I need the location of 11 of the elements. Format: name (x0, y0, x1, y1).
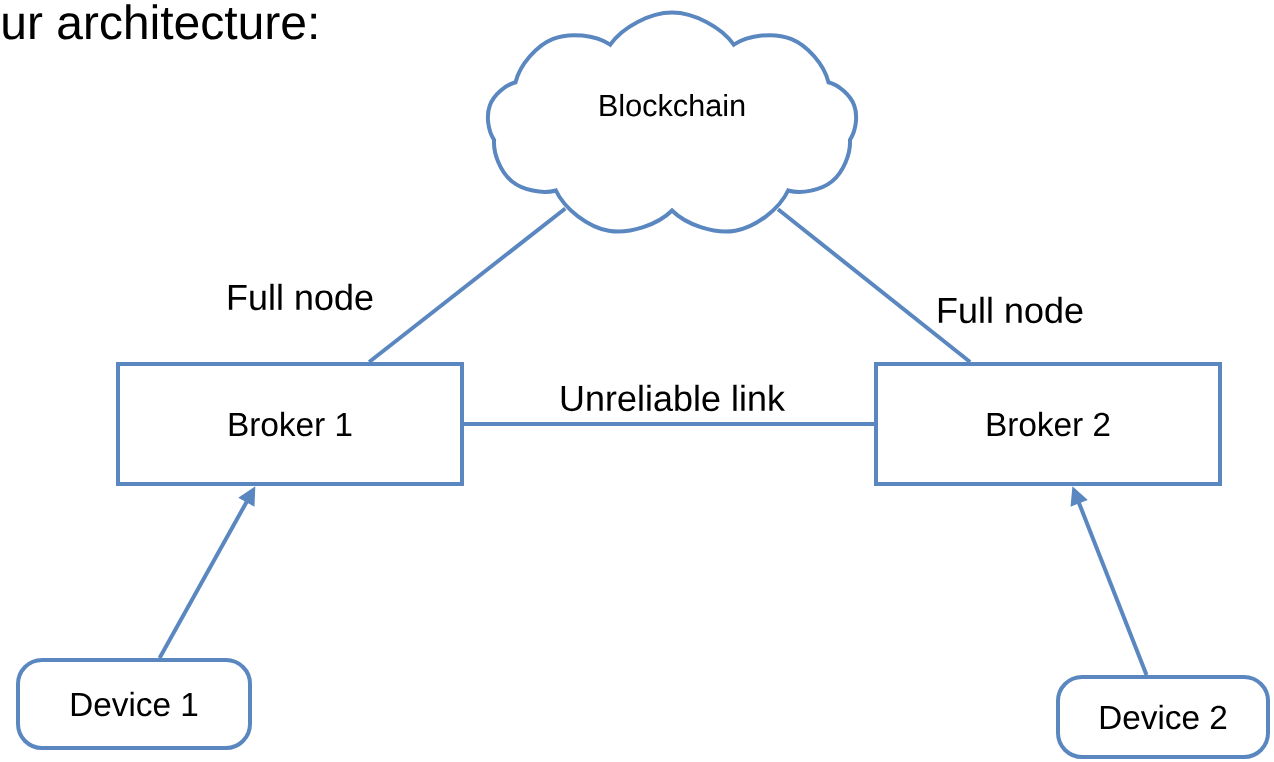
title: ur architecture: (3, 4, 316, 40)
connector-line (367, 206, 567, 364)
broker-box: Broker 1 (116, 362, 464, 486)
edge-label: Full node (938, 296, 1083, 324)
connector-line (776, 207, 972, 364)
broker-box: Broker 2 (874, 362, 1222, 486)
device-box: Device 1 (16, 658, 252, 750)
connector-line (464, 422, 874, 426)
edge-label: Unreliable link (561, 384, 786, 412)
device-box: Device 2 (1056, 675, 1270, 759)
edge-label: Full node (228, 283, 373, 311)
